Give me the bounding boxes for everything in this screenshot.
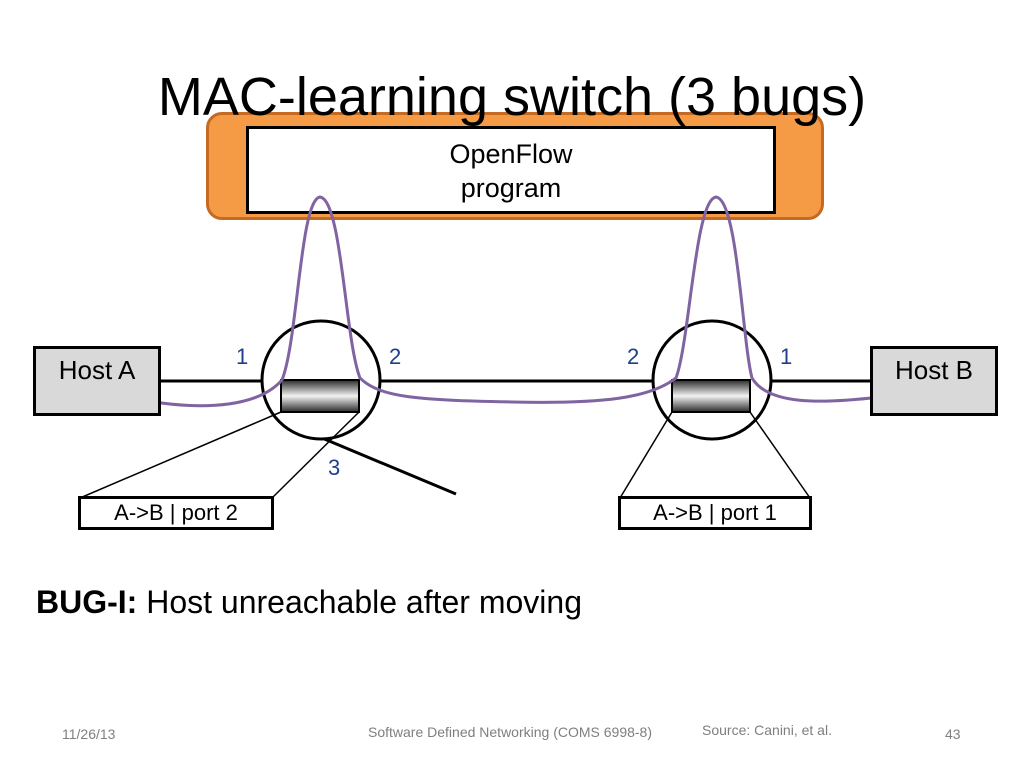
controller-label-line2: program (460, 173, 562, 203)
port-label: 2 (389, 344, 402, 369)
callout-line (79, 411, 282, 499)
bug-text: Host unreachable after moving (137, 584, 582, 620)
footer-source: Source: Canini, et al. (702, 722, 832, 738)
openflow-program-box: OpenFlow program (246, 126, 776, 214)
footer-date: 11/26/13 (62, 726, 116, 742)
host-a: Host A (33, 346, 161, 416)
flow-rule-switch2: A->B | port 1 (618, 496, 812, 530)
switch-1-flow-table (280, 379, 360, 413)
port-label: 1 (236, 344, 249, 369)
controller-label-line1: OpenFlow (449, 139, 573, 169)
page-number: 43 (945, 726, 961, 742)
callout-line (271, 411, 360, 499)
page-title: MAC-learning switch (3 bugs) (157, 67, 867, 127)
host-b: Host B (870, 346, 998, 416)
flow-rule-switch1: A->B | port 2 (78, 496, 274, 530)
port-label: 2 (627, 344, 640, 369)
bug-label: BUG-I: (36, 584, 138, 620)
bug-statement: BUG-I: Host unreachable after moving (36, 584, 582, 621)
port-label: 1 (780, 344, 793, 369)
switch-2-flow-table (671, 379, 751, 413)
callout-line (749, 411, 811, 499)
callout-line (619, 411, 673, 499)
link-switch1-port3 (321, 436, 457, 496)
port-label: 3 (328, 455, 341, 480)
footer-course: Software Defined Networking (COMS 6998-8… (368, 724, 653, 740)
packet-path (141, 195, 881, 408)
